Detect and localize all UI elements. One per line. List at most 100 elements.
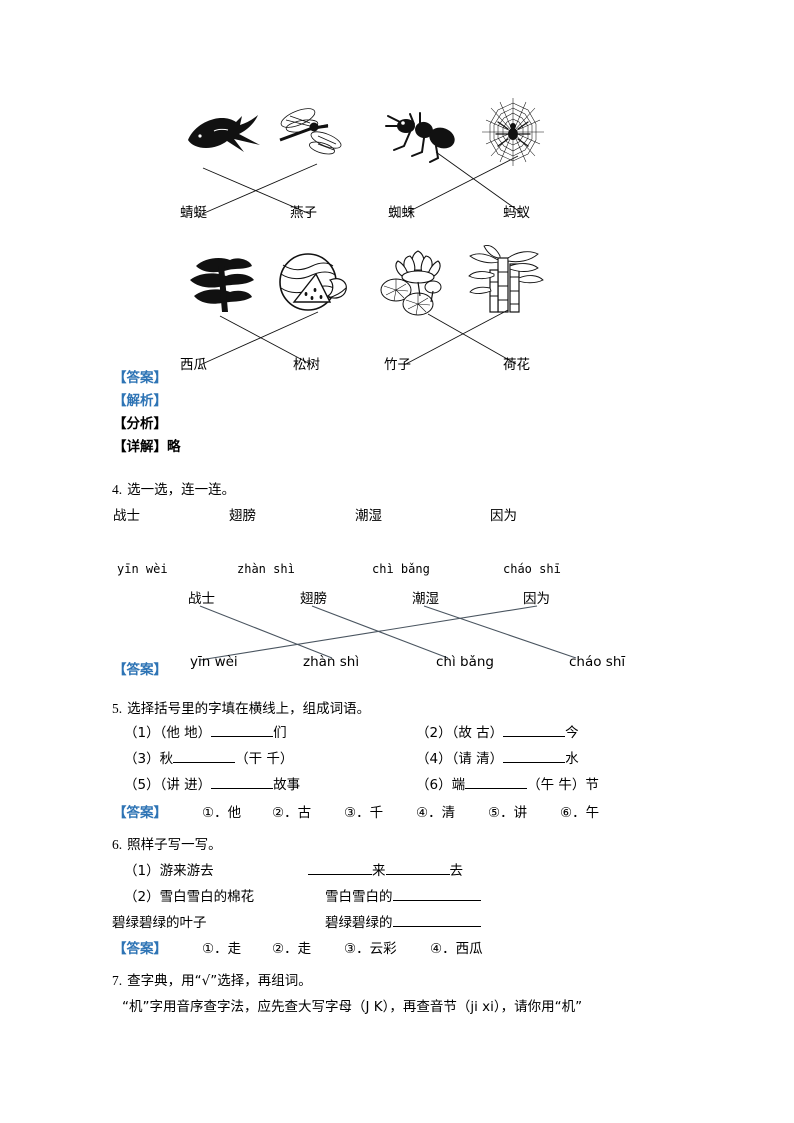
q5-item-4-post: 水 [565,751,579,767]
ant-picture [380,96,466,174]
match-group-lotus-bamboo: 竹子 荷花 [376,245,556,378]
q6-row-3-sample: 碧绿碧绿的叶子 [112,915,207,931]
q7-body: “机”字用音序查字法，应先查大写字母（J K），再查音节（ji xi），请你用“… [122,999,583,1015]
pic-label-qingting: 蜻蜓 [180,205,207,221]
q5-item-1-blank[interactable] [211,736,274,737]
q5-item-5-blank[interactable] [211,788,274,789]
q4-word-2: 翅膀 [229,508,256,524]
q5-item-3-label: （3） [124,751,160,767]
q6-answer-1: ①．走 [202,941,242,957]
q4-answer-word-2: 翅膀 [300,591,327,607]
q5-item-3-pre: 秋 [159,751,174,767]
q6-row-2-prefix: 雪白雪白的 [325,889,393,905]
match-lines-group1 [201,163,318,215]
q5-answer-4: ④．清 [416,805,456,821]
q6-answer-2: ②．走 [272,941,312,957]
q4-pinyin-1: yīn wèi [117,562,168,576]
match-group-pine-watermelon: 西瓜 松树 [180,248,360,378]
q5-item-4-pre: （请 清） [451,751,504,767]
q7-prompt: 查字典，用“√”选择，再组词。 [127,973,312,989]
q6-answer-3: ③．云彩 [344,941,397,957]
q5-item-1: （1）（他 地）们 [124,726,287,740]
q4-answer-word-3: 潮湿 [412,591,439,607]
q5-item-6-blank[interactable] [465,788,528,789]
pic-label-mayi: 蚂蚁 [503,205,530,221]
q6-row-1-label-sample: （1）游来游去 [124,864,214,878]
q5-item-5-post: 故事 [273,777,301,793]
q5-item-3: （3）秋 （干 千） [124,752,293,766]
q4-word-4: 因为 [490,508,517,524]
q5-item-2-blank[interactable] [503,736,566,737]
q5-answer-marker: 【答案】 [113,805,167,821]
q6-number: 6. [112,837,123,852]
q5-answer-3: ③．千 [344,805,384,821]
q5-item-3-post: （干 千） [235,751,294,767]
q6-row-2-answer-area: 雪白雪白的 [325,890,481,904]
q6-row-2-blank[interactable] [392,900,481,901]
q5-item-3-blank[interactable] [173,762,236,763]
q5-answer-5: ⑤．讲 [488,805,528,821]
match-group-swallow-dragonfly: 蜻蜓 燕子 [180,96,360,226]
q5-item-2-post: 今 [565,725,579,741]
analysis-marker-q3: 【解析】 [113,393,167,409]
q4-word-1: 战士 [113,508,140,524]
fenxi-marker-q3: 【分析】 [113,416,167,432]
q6-row-3-answer-area: 碧绿碧绿的 [325,916,481,930]
q6-row-1-blank-b[interactable] [385,874,450,875]
q4-answer-pinyin-1: yīn wèi [190,654,238,670]
q5-item-1-post: 们 [273,725,287,741]
q7-heading: 7.查字典，用“√”选择，再组词。 [112,973,312,989]
q6-row-2-sample: 雪白雪白的棉花 [159,889,255,905]
q5-item-6-post: （午 牛）节 [527,777,599,793]
q6-row-3-prefix: 碧绿碧绿的 [325,915,393,931]
q5-answer-6: ⑥．午 [560,805,600,821]
q5-item-1-label: （1） [124,725,160,741]
q4-word-3: 潮湿 [355,508,382,524]
q5-item-2-label: （2） [416,725,452,741]
q5-item-2-pre: （故 古） [451,725,504,741]
q5-item-5-label: （5） [124,777,160,793]
pine-tree-picture [180,248,266,326]
watermelon-picture [268,246,354,324]
q4-prompt: 选一选，连一连。 [127,482,236,498]
pic-label-zhizhu: 蜘蛛 [388,205,415,221]
q6-answer-4: ④．西瓜 [430,941,483,957]
q4-number: 4. [112,482,123,497]
q4-answer-word-4: 因为 [523,591,550,607]
q5-item-4-blank[interactable] [503,762,566,763]
q6-row-1-text2: 去 [449,863,464,879]
q4-pinyin-2: zhàn shì [237,562,295,576]
dragonfly-picture [266,96,352,174]
q5-item-6-label: （6） [416,777,452,793]
q5-item-6: （6）端（午 牛）节 [416,778,599,792]
q6-prompt: 照样子写一写。 [127,837,222,853]
q6-row-2-label-sample: （2）雪白雪白的棉花 [124,890,254,904]
q6-heading: 6. 照样子写一写。 [112,837,222,853]
q5-prompt: 选择括号里的字填在横线上，组成词语。 [127,701,371,717]
q6-row-1-text: 来 [372,863,386,879]
swallow-picture [180,96,266,174]
match-lines-group4 [403,309,517,366]
bamboo-picture [464,244,550,322]
q5-item-4-label: （4） [416,751,452,767]
pic-label-xigua: 西瓜 [180,357,207,373]
q4-answer-word-1: 战士 [188,591,215,607]
match-lines-group2 [407,151,521,213]
q4-heading: 4. 选一选，连一连。 [112,482,236,498]
q6-answer-marker: 【答案】 [113,941,167,957]
q6-row-2-label: （2） [124,889,160,905]
pic-label-songshu: 松树 [293,357,320,373]
q4-answer-marker: 【答案】 [113,662,167,678]
match-group-ant-spider: 蜘蛛 蚂蚁 [380,96,560,226]
q6-row-3-blank[interactable] [392,926,481,927]
q4-answer-pinyin-4: cháo shī [569,654,626,670]
q6-row-1-label: （1） [124,863,160,879]
pic-label-hehua: 荷花 [503,357,530,373]
match-lines-group3 [199,311,319,366]
q4-pinyin-3: chì bǎng [372,562,430,576]
q6-row-1-answer-area: 来去 [308,864,463,878]
lotus-picture [376,246,462,324]
q6-row-1-blank-a[interactable] [308,874,372,875]
answer-marker-q3: 【答案】 [113,370,167,386]
